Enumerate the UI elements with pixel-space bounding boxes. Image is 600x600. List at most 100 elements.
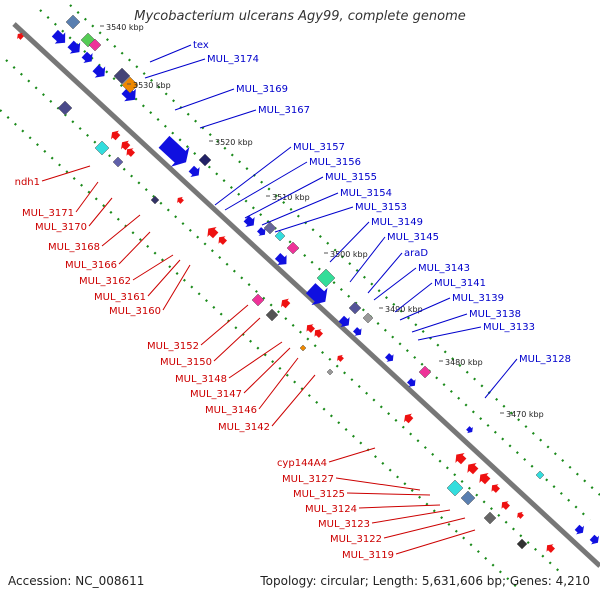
forward-gene-arrow bbox=[67, 40, 81, 54]
feature-block bbox=[535, 470, 545, 480]
reverse-gene-label: MUL_3148 bbox=[175, 374, 227, 385]
forward-gene-arrow bbox=[353, 327, 362, 336]
tick-label: 3490 kbp bbox=[385, 305, 423, 314]
forward-gene-arrow bbox=[274, 253, 287, 265]
reverse-label-leader bbox=[41, 165, 91, 182]
gc-track-outer-right bbox=[69, 4, 600, 496]
reverse-label-leader bbox=[200, 304, 249, 346]
forward-gene-arrow bbox=[385, 353, 394, 362]
reverse-gene-arrow bbox=[306, 324, 315, 333]
reverse-gene-label: MUL_3171 bbox=[22, 208, 74, 219]
forward-label-leader bbox=[174, 88, 235, 111]
forward-label-leader bbox=[399, 297, 451, 321]
reverse-label-leader bbox=[213, 317, 261, 362]
topology-text: Topology: circular; Length: 5,631,606 bp… bbox=[260, 574, 590, 588]
forward-label-leader bbox=[411, 313, 468, 333]
forward-gene-label: MUL_3157 bbox=[293, 142, 345, 153]
forward-label-leader bbox=[224, 161, 308, 211]
tick-label: 3510 kbp bbox=[272, 193, 310, 202]
forward-gene-label: MUL_3141 bbox=[434, 278, 486, 289]
feature-block bbox=[265, 308, 279, 322]
reverse-label-leader bbox=[328, 447, 376, 463]
tick-label: 3540 kbp bbox=[106, 23, 144, 32]
feature-block bbox=[460, 490, 476, 506]
reverse-gene-label: MUL_3168 bbox=[48, 242, 100, 253]
forward-label-leader bbox=[329, 221, 370, 263]
forward-label-leader bbox=[214, 146, 292, 206]
feature-block bbox=[251, 293, 265, 307]
feature-block bbox=[150, 195, 160, 205]
forward-label-leader bbox=[244, 176, 324, 219]
reverse-label-leader bbox=[243, 347, 291, 394]
forward-gene-arrow bbox=[81, 51, 93, 63]
forward-label-leader bbox=[261, 192, 339, 226]
feature-block bbox=[263, 221, 277, 235]
gc-track-far-left bbox=[0, 109, 521, 591]
forward-gene-arrow bbox=[51, 29, 66, 44]
reverse-gene-label: MUL_3146 bbox=[205, 405, 257, 416]
reverse-label-leader bbox=[101, 214, 141, 247]
reverse-gene-label: MUL_3160 bbox=[109, 306, 161, 317]
feature-block bbox=[326, 368, 334, 376]
reverse-gene-arrow bbox=[501, 501, 510, 510]
forward-gene-label: MUL_3174 bbox=[207, 54, 259, 65]
reverse-gene-arrow bbox=[111, 130, 121, 141]
reverse-gene-arrow bbox=[517, 511, 524, 519]
reverse-gene-label: MUL_3162 bbox=[79, 276, 131, 287]
reverse-gene-label: MUL_3161 bbox=[94, 292, 146, 303]
tick-label: 3530 kbp bbox=[133, 81, 171, 90]
forward-gene-arrow bbox=[338, 315, 350, 327]
forward-gene-label: MUL_3133 bbox=[483, 322, 535, 333]
reverse-gene-arrow bbox=[455, 453, 467, 465]
forward-gene-label: tex bbox=[193, 40, 209, 51]
feature-block bbox=[198, 153, 212, 167]
feature-block bbox=[113, 67, 131, 85]
gc-dot-tracks bbox=[0, 4, 600, 591]
feature-block bbox=[65, 14, 81, 30]
forward-gene-label: MUL_3169 bbox=[236, 84, 288, 95]
reverse-gene-arrow bbox=[546, 544, 555, 553]
forward-gene-arrow bbox=[188, 165, 200, 177]
map-title: Mycobacterium ulcerans Agy99, complete g… bbox=[134, 9, 466, 24]
tick-label: 3480 kbp bbox=[445, 358, 483, 367]
forward-gene-arrow bbox=[92, 64, 106, 78]
forward-label-leader bbox=[144, 58, 206, 79]
forward-label-leader bbox=[417, 326, 482, 341]
feature-block bbox=[88, 38, 102, 52]
reverse-gene-label: MUL_3147 bbox=[190, 389, 242, 400]
feature-block bbox=[94, 140, 110, 156]
reverse-label-leader bbox=[346, 492, 431, 496]
reverse-gene-arrow bbox=[177, 196, 184, 204]
forward-label-leader bbox=[199, 109, 257, 129]
reverse-label-leader bbox=[271, 374, 316, 427]
feature-block bbox=[57, 100, 73, 116]
forward-gene-arrow bbox=[305, 283, 328, 306]
reverse-label-leader bbox=[395, 529, 476, 555]
forward-gene-label: MUL_3167 bbox=[258, 105, 310, 116]
tick-label: 3500 kbp bbox=[330, 250, 368, 259]
feature-block bbox=[446, 479, 464, 497]
reverse-label-leader bbox=[358, 504, 441, 509]
feature-block bbox=[483, 511, 497, 525]
forward-gene-arrow bbox=[407, 378, 416, 387]
reverse-gene-label: MUL_3170 bbox=[35, 222, 87, 233]
forward-label-leader bbox=[274, 206, 354, 233]
reverse-gene-label: MUL_3152 bbox=[147, 341, 199, 352]
feature-block bbox=[362, 312, 374, 324]
forward-gene-label: MUL_3155 bbox=[325, 172, 377, 183]
reverse-gene-label: MUL_3125 bbox=[293, 489, 345, 500]
reverse-gene-label: MUL_3127 bbox=[282, 474, 334, 485]
forward-gene-label: MUL_3139 bbox=[452, 293, 504, 304]
reverse-gene-arrow bbox=[314, 329, 323, 338]
reverse-label-leader bbox=[162, 264, 191, 311]
reverse-label-leader bbox=[132, 254, 174, 281]
backbone-line bbox=[12, 22, 600, 568]
forward-gene-arrow bbox=[158, 135, 190, 167]
forward-gene-arrow bbox=[257, 227, 266, 236]
reverse-gene-label: ndh1 bbox=[15, 177, 40, 188]
feature-block bbox=[316, 268, 336, 288]
feature-block bbox=[418, 365, 432, 379]
